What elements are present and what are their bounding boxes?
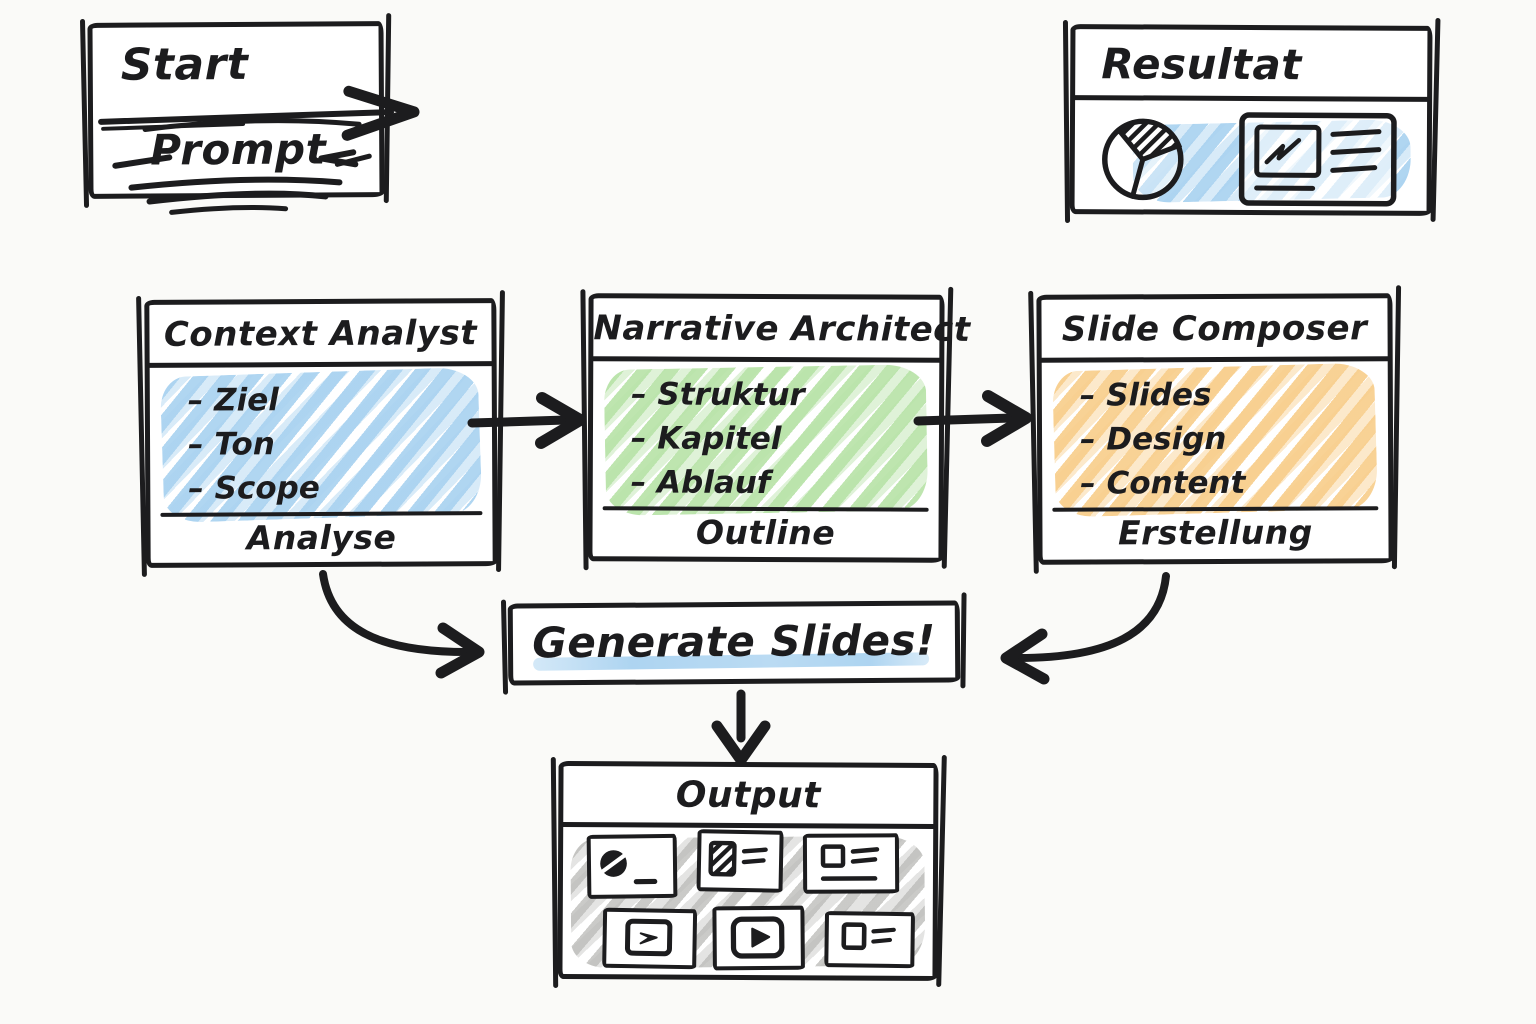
- slide-preview-icon: [1238, 112, 1397, 207]
- video-play-slide-icon: [730, 916, 785, 959]
- result-box: Resultat: [1069, 24, 1433, 216]
- agent-footer: Analyse: [246, 517, 397, 558]
- agent-footer: Erstellung: [1117, 512, 1313, 553]
- agent-box-slide-composer: Slide Composer – Slides – Design – Conte…: [1036, 293, 1394, 565]
- prompt-label: Prompt: [150, 124, 327, 175]
- agent-item-list: – Struktur – Kapitel – Ablauf: [631, 372, 805, 505]
- thumbnail-arrow-frame-slide: [602, 907, 698, 970]
- thumbnail-donut-chart-slide: [586, 833, 678, 899]
- prompt-scribble-icon: [112, 118, 372, 215]
- agent-item: – Ton: [187, 426, 275, 463]
- agent-footer-divider: [160, 511, 483, 517]
- agent-box-narrative-architect: Narrative Architect – Struktur – Kapitel…: [587, 293, 971, 563]
- agent-item: – Slides: [1079, 377, 1212, 414]
- agent-footer: Outline: [695, 512, 836, 553]
- thumbnail-title-text-slide: [802, 833, 900, 894]
- agent-item: – Kapitel: [630, 420, 782, 458]
- agent-footer-divider: [1052, 506, 1379, 512]
- start-title: Start: [120, 38, 249, 91]
- donut-chart-slide-icon: [600, 850, 658, 885]
- agent-item: – Ablauf: [630, 464, 771, 502]
- flow-arrow-right-icon: [467, 392, 586, 449]
- agent-divider: [146, 361, 495, 368]
- agent-item: – Design: [1079, 420, 1227, 458]
- result-divider: [1072, 95, 1431, 102]
- title-text-slide-icon: [820, 844, 880, 881]
- agent-item-list: – Ziel – Ton – Scope: [188, 378, 320, 511]
- generate-label: Generate Slides!: [532, 615, 936, 668]
- output-divider: [560, 822, 937, 829]
- generate-slides-box: Generate Slides!: [507, 600, 961, 686]
- agent-title: Narrative Architect: [593, 308, 971, 350]
- pie-chart-icon: [1102, 118, 1184, 201]
- thumbnail-video-play-slide: [712, 905, 805, 971]
- agent-title: Slide Composer: [1061, 308, 1368, 350]
- agent-item: – Scope: [188, 470, 320, 507]
- curve-arrow-right-to-generate-icon: [1000, 572, 1170, 685]
- agent-item: – Struktur: [631, 376, 805, 414]
- thumbnail-box-text-slide: [824, 911, 916, 969]
- start-box: Start Prompt: [87, 21, 420, 215]
- curve-arrow-left-to-generate-icon: [319, 570, 485, 679]
- agent-item-list: – Slides – Design – Content: [1080, 373, 1246, 506]
- output-title: Output: [675, 774, 822, 817]
- output-box: Output: [557, 761, 939, 981]
- agent-title: Context Analyst: [163, 313, 478, 355]
- thumbnail-image-text-slide: [696, 829, 784, 893]
- flow-arrow-right-icon: [913, 390, 1032, 447]
- box-text-slide-icon: [841, 922, 896, 951]
- image-text-slide-icon: [708, 840, 768, 877]
- agent-item: – Ziel: [187, 382, 279, 419]
- agent-box-context-analyst: Context Analyst – Ziel – Ton – Scope Ana…: [144, 298, 498, 568]
- agent-divider: [590, 356, 943, 363]
- agent-divider: [1038, 356, 1391, 363]
- down-arrow-to-output-icon: [711, 689, 771, 766]
- arrow-frame-slide-icon: [624, 918, 673, 957]
- result-title: Resultat: [1101, 39, 1302, 90]
- agent-item: – Content: [1080, 464, 1246, 502]
